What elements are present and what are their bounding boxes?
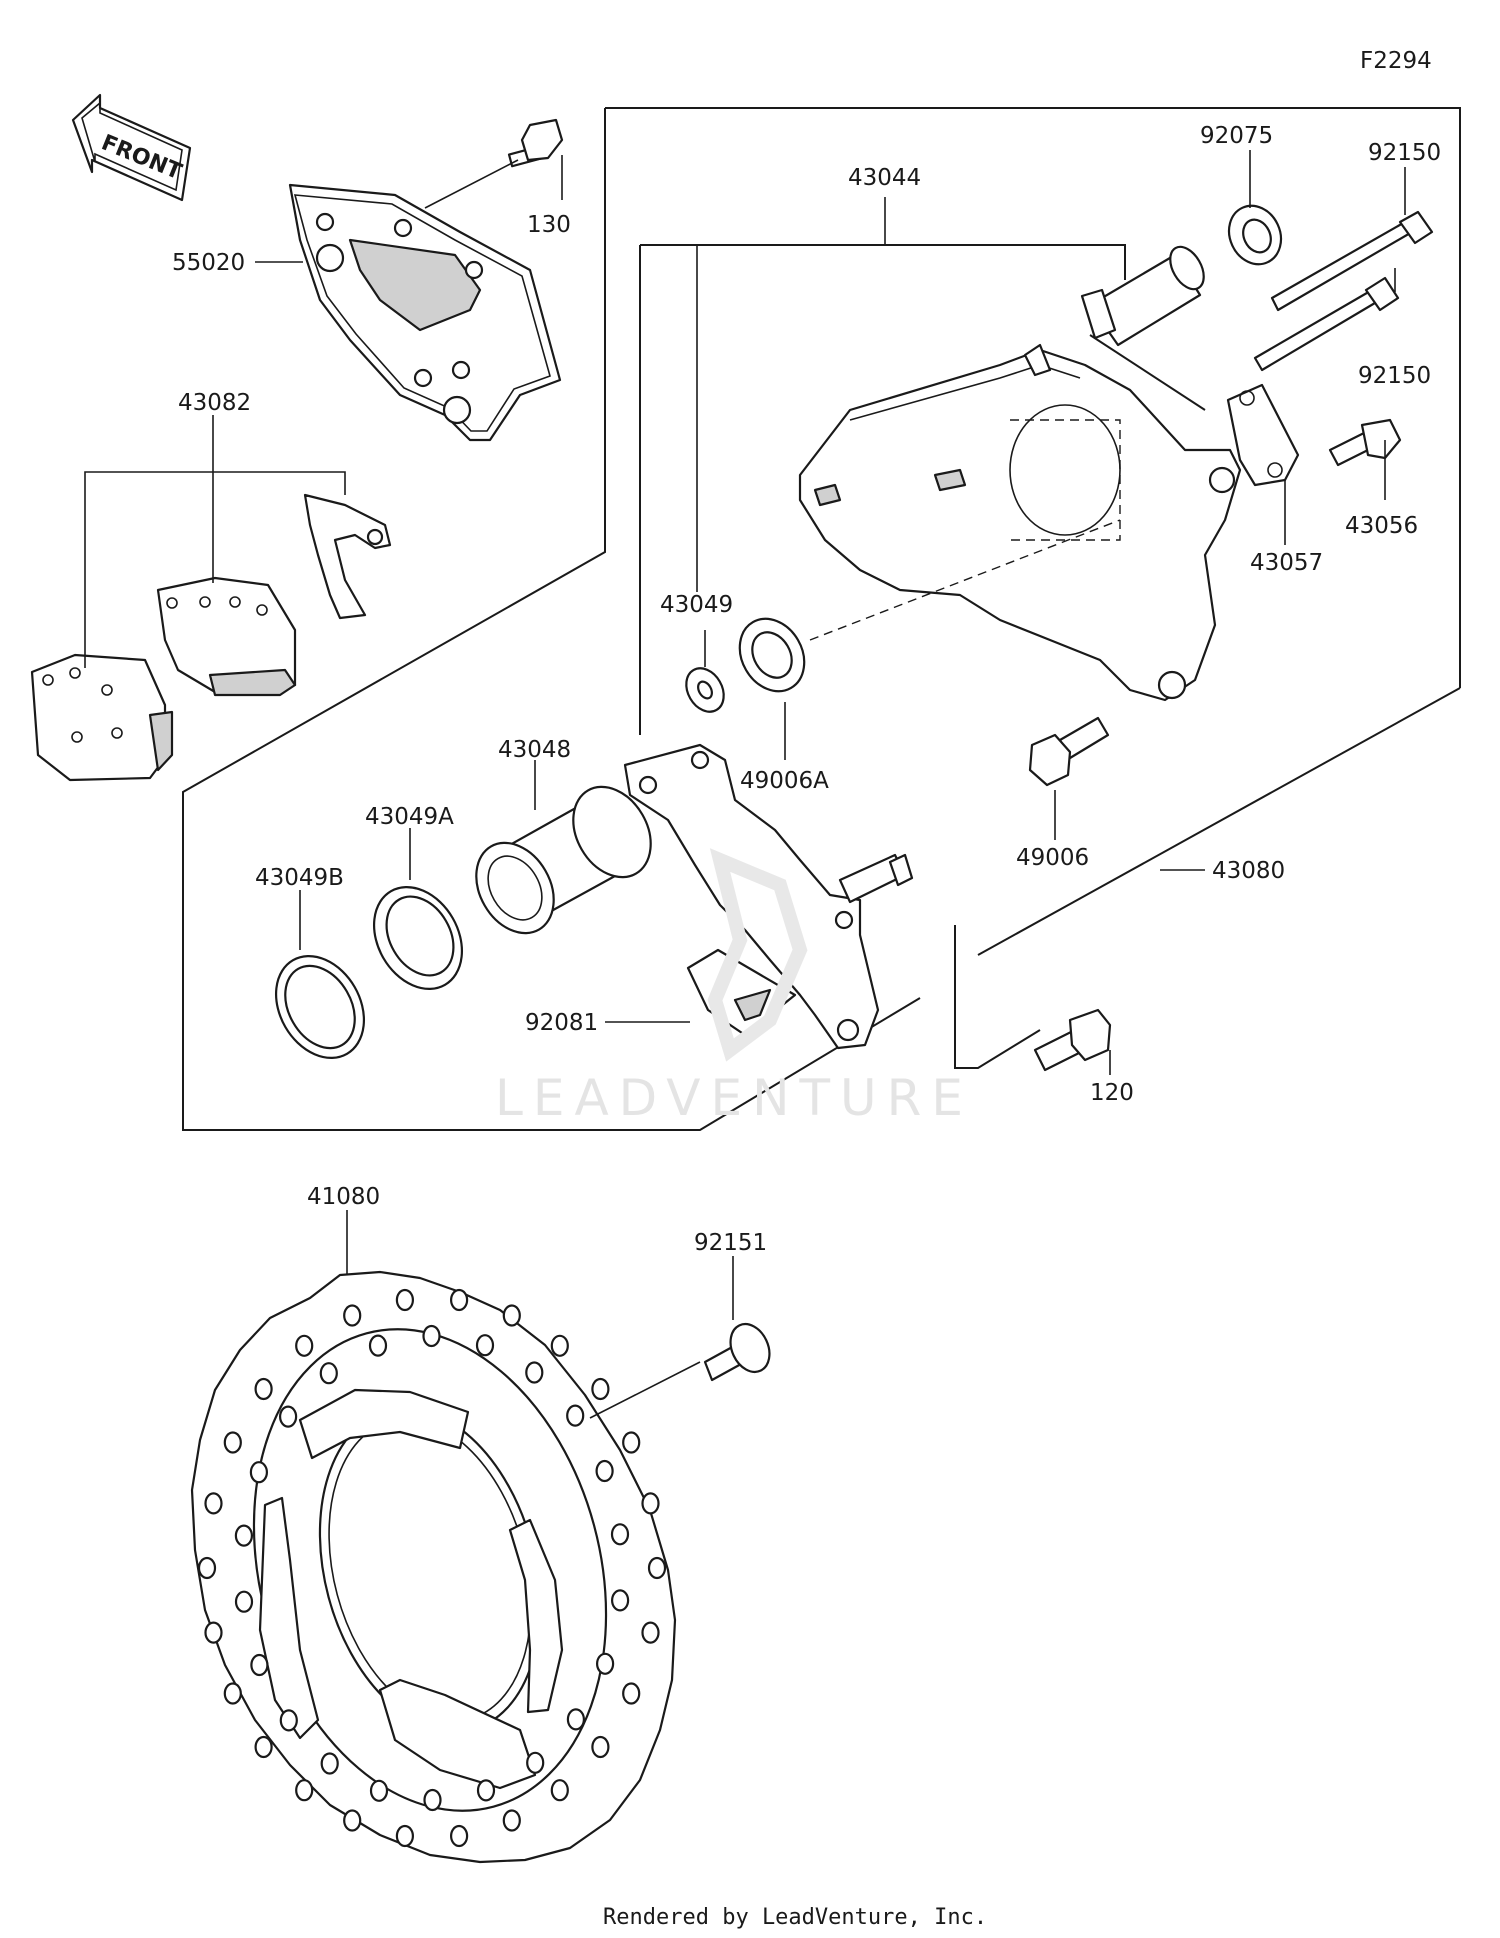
label-92150-lower: 92150	[1358, 363, 1431, 389]
disc-hole	[591, 1377, 610, 1401]
disc-hole	[595, 1459, 614, 1483]
label-92081: 92081	[525, 1010, 598, 1036]
label-92150-upper: 92150	[1368, 140, 1441, 166]
disc-hole	[502, 1304, 521, 1327]
disc-hole	[423, 1788, 442, 1812]
caliper-axis-line	[809, 519, 1121, 641]
disc-hole	[343, 1304, 362, 1327]
label-43044: 43044	[848, 165, 921, 191]
brake-pad-set-43082	[30, 493, 392, 782]
disc-hole	[204, 1492, 223, 1515]
caliper-bracket	[623, 743, 914, 1050]
disc-hole	[566, 1708, 586, 1731]
label-43056: 43056	[1345, 513, 1418, 539]
disc-hole	[343, 1809, 362, 1832]
diagram-code: F2294	[1360, 48, 1432, 74]
disc-hole	[422, 1324, 441, 1348]
label-43057: 43057	[1250, 550, 1323, 576]
disc-hole	[450, 1824, 469, 1848]
disc-hole	[622, 1431, 641, 1454]
label-43048: 43048	[498, 737, 571, 763]
disc-hole	[295, 1779, 314, 1802]
disc-hole	[566, 1404, 585, 1427]
disc-hole	[279, 1709, 298, 1732]
disc-hole	[641, 1492, 660, 1515]
label-92075: 92075	[1200, 123, 1273, 149]
disc-hole	[550, 1334, 569, 1357]
disc-hole	[197, 1556, 217, 1580]
label-43082: 43082	[178, 390, 251, 416]
footer-credit: Rendered by LeadVenture, Inc.	[603, 1905, 987, 1930]
seal-43049	[685, 667, 725, 713]
pin-92150-lower	[1253, 276, 1400, 372]
brake-disc-holes	[197, 1288, 667, 1848]
label-43049A: 43049A	[365, 804, 454, 830]
assembly-frame-43080	[182, 107, 1461, 1131]
bolt-130	[507, 118, 564, 168]
disc-hole	[610, 1523, 630, 1546]
label-43080: 43080	[1212, 858, 1285, 884]
disc-hole	[622, 1682, 641, 1705]
bolt-120	[1033, 1008, 1112, 1072]
disc-hole	[254, 1735, 273, 1759]
disc-hole	[234, 1524, 253, 1547]
seal-43049A	[372, 886, 464, 990]
label-130: 130	[527, 212, 571, 238]
disc-hole	[223, 1682, 242, 1705]
pin-boot-92075	[1227, 204, 1283, 266]
label-55020: 55020	[172, 250, 245, 276]
disc-hole	[204, 1621, 223, 1644]
boot-49006A	[738, 617, 806, 693]
disc-hole	[295, 1334, 314, 1357]
disc-hole	[641, 1621, 660, 1644]
bolt-49006	[1028, 716, 1110, 787]
watermark-text: LEADVENTURE	[495, 1069, 973, 1127]
disc-hole	[250, 1653, 269, 1677]
slide-pin-43044	[1080, 245, 1205, 347]
bolt-92151	[703, 1322, 771, 1382]
disc-hole	[526, 1751, 545, 1774]
disc-hole	[610, 1589, 630, 1612]
disc-hole	[223, 1431, 242, 1454]
disc-hole	[595, 1652, 615, 1675]
label-43049: 43049	[660, 592, 733, 618]
bleeder-valve-43056	[1328, 418, 1402, 467]
disc-hole	[502, 1809, 521, 1832]
seal-43049B	[274, 955, 366, 1059]
front-arrow-icon: FRONT	[71, 93, 192, 202]
disc-hole	[279, 1405, 298, 1428]
label-49006A: 49006A	[740, 768, 829, 794]
disc-hole	[254, 1377, 273, 1401]
assembly-frame-43044	[639, 244, 1206, 735]
disc-hole	[320, 1752, 339, 1775]
disc-hole	[550, 1779, 569, 1802]
disc-hole	[525, 1361, 544, 1384]
pin-92150-upper	[1270, 210, 1434, 312]
label-41080: 41080	[307, 1184, 380, 1210]
caliper-cover-55020	[288, 183, 562, 442]
brake-disc-41080	[190, 1270, 677, 1864]
leader-lines	[84, 150, 1406, 1419]
piston-43048	[475, 785, 652, 935]
label-120: 120	[1090, 1080, 1134, 1106]
label-43049B: 43049B	[255, 865, 344, 891]
disc-hole	[368, 1334, 388, 1357]
disc-hole	[395, 1288, 414, 1312]
watermark: LEADVENTURE	[495, 848, 973, 1127]
caliper-body	[798, 343, 1242, 702]
disc-hole	[476, 1779, 496, 1802]
label-49006: 49006	[1016, 845, 1089, 871]
disc-hole	[475, 1334, 495, 1357]
disc-hole	[647, 1556, 667, 1580]
disc-hole	[591, 1735, 610, 1759]
disc-hole	[369, 1779, 389, 1802]
disc-hole	[450, 1288, 469, 1312]
label-92151: 92151	[694, 1230, 767, 1256]
disc-hole	[395, 1824, 414, 1848]
disc-hole	[234, 1590, 254, 1613]
disc-hole	[319, 1362, 338, 1385]
disc-hole	[249, 1461, 268, 1484]
